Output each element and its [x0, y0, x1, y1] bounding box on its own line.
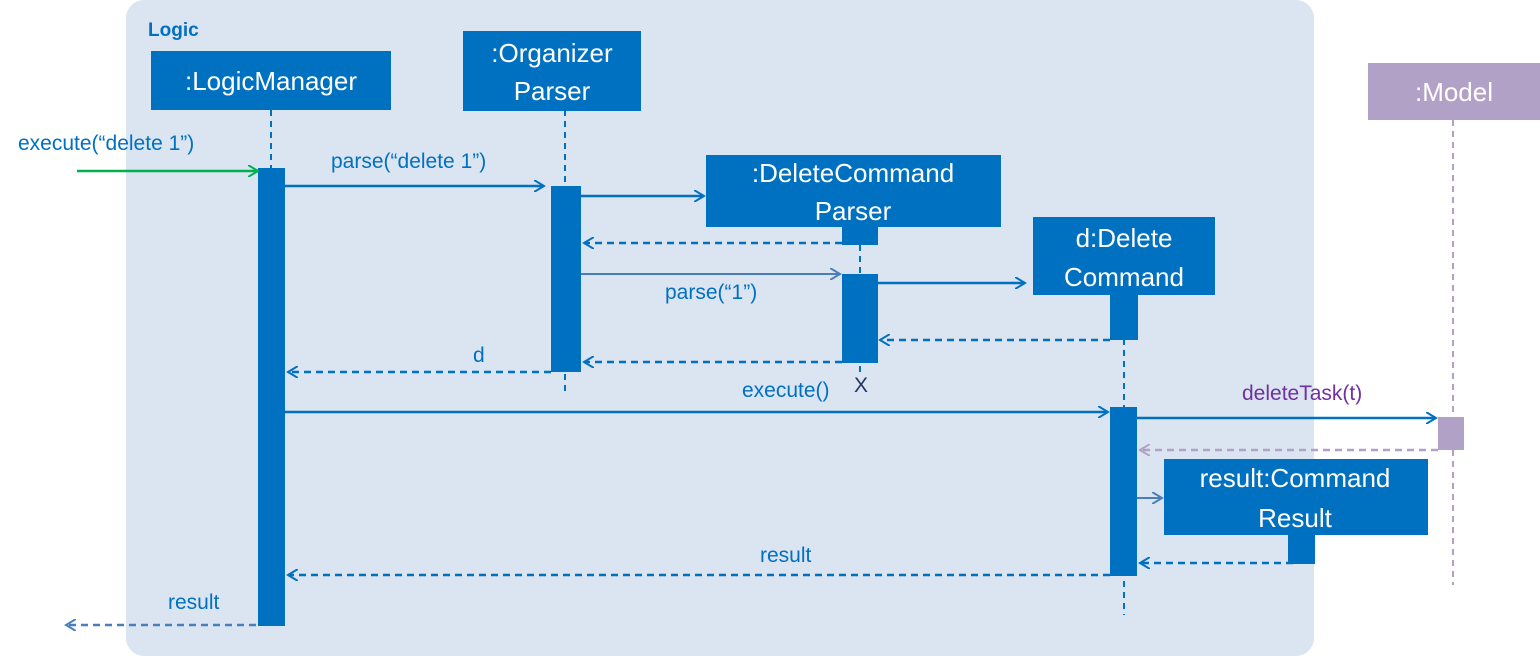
- return-d-label: d: [473, 344, 485, 367]
- participant-delete-command-line1: d:Delete: [1076, 223, 1173, 253]
- participant-delete-command-parser: :DeleteCommand Parser: [706, 155, 1001, 227]
- logic-frame-label: Logic: [148, 20, 199, 41]
- message-parse-delete-label: parse(“delete 1”): [331, 150, 486, 173]
- activation-command-result: [1288, 535, 1315, 564]
- activation-delete-command-parser: [842, 274, 878, 363]
- participant-model-label: :Model: [1415, 77, 1493, 107]
- participant-logic-manager: :LogicManager: [151, 51, 391, 110]
- participant-command-result-line1: result:Command: [1200, 463, 1391, 493]
- participant-delete-command-parser-line1: :DeleteCommand: [752, 158, 954, 188]
- participant-delete-command-parser-line2: Parser: [815, 196, 892, 226]
- logic-frame: [126, 0, 1314, 656]
- activation-delete-command-parser-creation: [842, 227, 878, 245]
- destroy-marker: X: [854, 374, 868, 397]
- activation-logic-manager: [258, 168, 285, 626]
- activation-model: [1438, 417, 1464, 450]
- return-result-inner-label: result: [760, 544, 812, 567]
- message-parse-one-label: parse(“1”): [665, 281, 757, 304]
- participant-organizer-parser-line1: :Organizer: [491, 38, 613, 68]
- participant-model: :Model: [1368, 63, 1540, 120]
- message-execute-delete-label: execute(“delete 1”): [18, 132, 194, 155]
- message-delete-task-label: deleteTask(t): [1242, 382, 1362, 405]
- participant-command-result: result:Command Result: [1164, 459, 1428, 535]
- activation-organizer-parser: [551, 186, 581, 372]
- participant-organizer-parser: :Organizer Parser: [463, 31, 641, 111]
- activation-delete-command: [1110, 407, 1137, 576]
- return-result-outer-label: result: [168, 591, 220, 614]
- participant-organizer-parser-line2: Parser: [514, 76, 591, 106]
- message-execute-label: execute(): [742, 379, 830, 402]
- participant-delete-command-line2: Command: [1064, 262, 1184, 292]
- participant-logic-manager-label: :LogicManager: [185, 66, 357, 96]
- activation-delete-command-creation: [1110, 295, 1138, 340]
- participant-command-result-line2: Result: [1258, 503, 1332, 533]
- participant-delete-command: d:Delete Command: [1033, 217, 1215, 295]
